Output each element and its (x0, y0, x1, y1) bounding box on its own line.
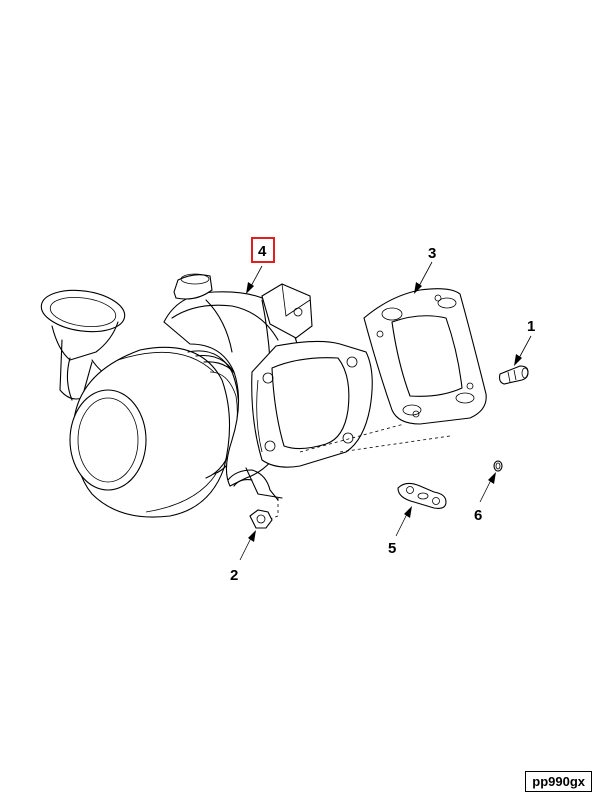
drain-gasket[interactable] (397, 482, 447, 509)
nut[interactable] (249, 509, 273, 529)
callout-leaders (239, 261, 532, 561)
callout-1[interactable]: 1 (527, 318, 535, 335)
alignment-lines (261, 423, 451, 523)
callout-6[interactable]: 6 (474, 507, 482, 524)
exhaust-gasket[interactable] (363, 288, 487, 425)
callout-4[interactable]: 4 (258, 243, 267, 260)
callout-3[interactable]: 3 (428, 245, 436, 262)
callout-2[interactable]: 2 (230, 567, 238, 584)
illustration-reference-code: pp990gx (525, 771, 592, 792)
o-ring[interactable] (493, 460, 503, 472)
callout-5[interactable]: 5 (388, 540, 396, 557)
callout-4-highlight-box (251, 237, 275, 263)
stud[interactable] (498, 365, 529, 385)
turbocharger-assembly[interactable] (39, 273, 373, 518)
